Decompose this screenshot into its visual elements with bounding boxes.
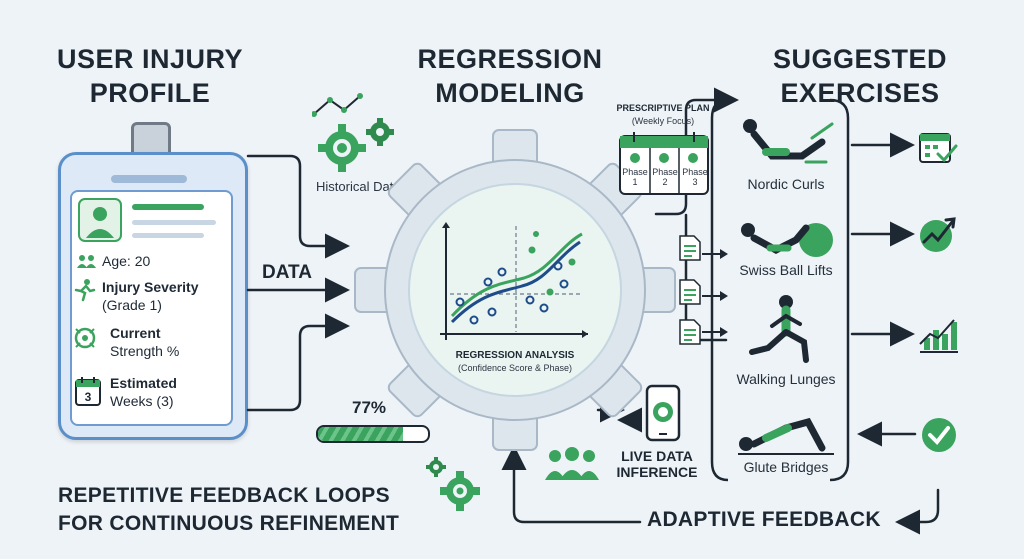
live-data-line1: LIVE DATA: [621, 448, 693, 464]
exercise-label-2: Swiss Ball Lifts: [739, 262, 833, 278]
regression-heading-line1: REGRESSION: [417, 44, 603, 74]
strength-title: Current: [110, 325, 161, 341]
gear-small-icon: [426, 457, 480, 511]
exercise-glute-bridges-icon: [738, 417, 834, 455]
trend-icon: [920, 217, 956, 252]
weeks-sub: Weeks (3): [110, 393, 174, 409]
document-arrows: [702, 249, 728, 337]
progress-fill: [318, 427, 403, 441]
phase-3: Phase 3: [682, 167, 708, 187]
phase-row: Phase 1 Phase 2 Phase 3: [620, 167, 710, 187]
regression-analysis-title: REGRESSION ANALYSIS: [455, 350, 575, 361]
calendar-number: 3: [84, 390, 92, 404]
exercise-swiss-ball-icon: [741, 223, 833, 257]
phase-1: Phase 1: [622, 167, 648, 187]
regression-gear: [354, 129, 676, 451]
plan-sub: (Weekly Focus): [631, 116, 695, 126]
runner-icon: [74, 279, 96, 302]
exercises-heading: SUGGESTED EXERCISES: [760, 42, 960, 110]
people-icon: [545, 447, 599, 480]
exercises-heading-line2: EXERCISES: [780, 78, 940, 108]
severity-sub: (Grade 1): [102, 297, 162, 313]
regression-heading: REGRESSION MODELING: [405, 42, 615, 110]
data-label: DATA: [262, 262, 312, 283]
checkmark-icon: [922, 418, 956, 452]
age-label: Age: 20: [102, 253, 151, 269]
exercise-label-4: Glute Bridges: [743, 459, 829, 475]
phase-2: Phase 2: [652, 167, 678, 187]
progress-bar: [316, 425, 430, 443]
strength-row: Current Strength %: [110, 324, 179, 360]
weeks-row: Estimated Weeks (3): [110, 374, 177, 410]
phone-icon: [645, 384, 681, 442]
regression-heading-line2: MODELING: [435, 78, 585, 108]
plan-title: PRESCRIPTIVE PLAN: [616, 103, 710, 113]
plan-calendar-icon: [619, 132, 709, 195]
card-bar-grey-2: [132, 233, 204, 238]
calendar-icon: [75, 377, 101, 406]
exercises-heading-line1: SUGGESTED: [772, 44, 948, 74]
exercise-label-1: Nordic Curls: [747, 176, 825, 192]
feedback-loops-line2: FOR CONTINUOUS REFINEMENT: [58, 512, 400, 535]
calendar-check-icon: [919, 133, 958, 163]
live-data-line2: INFERENCE: [616, 464, 698, 480]
profile-heading-line2: PROFILE: [89, 78, 211, 108]
exercise-label-3: Walking Lunges: [736, 371, 836, 387]
line-chart-icon: [440, 222, 588, 340]
bar-chart-icon: [919, 319, 958, 353]
historical-label: Historical Data: [316, 179, 401, 194]
progress-label: 77%: [352, 398, 387, 417]
card-slot: [111, 175, 187, 183]
profile-heading: USER INJURY PROFILE: [50, 42, 250, 110]
card-bar-green: [132, 204, 204, 210]
profile-heading-line1: USER INJURY: [56, 44, 244, 74]
person-icon: [78, 198, 122, 242]
exercise-nordic-curls-icon: [743, 119, 834, 164]
severity-row: Injury Severity (Grade 1): [102, 278, 199, 314]
card-bar-grey-1: [132, 220, 216, 225]
gear-icon: [312, 93, 394, 172]
regression-analysis-sub: (Confidence Score & Phase): [457, 363, 573, 373]
adaptive-feedback-label: ADAPTIVE FEEDBACK: [647, 508, 881, 531]
live-data-label: LIVE DATA INFERENCE: [612, 448, 702, 480]
feedback-loops-line1: REPETITIVE FEEDBACK LOOPS: [58, 484, 390, 507]
strength-icon: [74, 327, 96, 349]
weeks-title: Estimated: [110, 375, 177, 391]
strength-sub: Strength %: [110, 343, 180, 359]
people-small-icon: [77, 255, 96, 268]
severity-title: Injury Severity: [102, 279, 199, 295]
document-icon: [679, 235, 701, 345]
feedback-loops-label: REPETITIVE FEEDBACK LOOPS FOR CONTINUOUS…: [58, 482, 458, 538]
exercise-walking-lunges-icon: [749, 295, 809, 363]
